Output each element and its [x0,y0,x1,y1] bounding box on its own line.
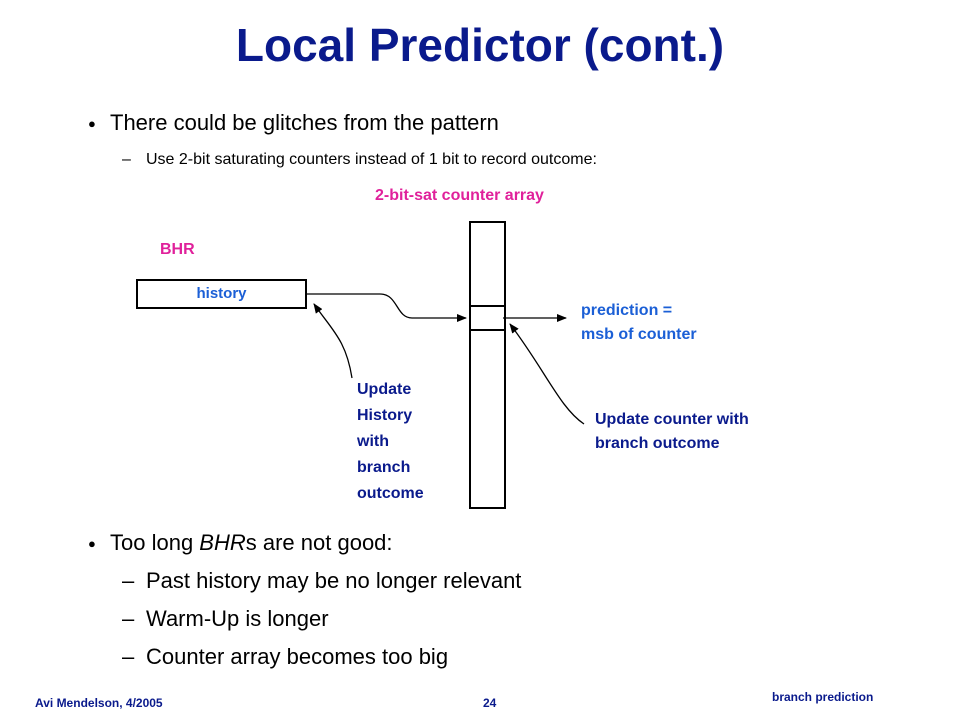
dash-icon: – [122,568,135,593]
update-history-line-4: branch [357,459,411,476]
sub-bullet-counters: – Use 2-bit saturating counters instead … [122,151,597,169]
update-history-arrow [313,303,353,379]
update-history-label: Update History with branch outcome [357,377,424,507]
slide-title: Local Predictor (cont.) [235,19,725,71]
bullet-text: There could be glitches from the pattern [110,110,499,135]
bullet-glitches: ● There could be glitches from the patte… [88,110,499,136]
history-register: history [136,279,307,309]
update-history-line-3: with [357,433,389,450]
bullet-bhr: ● Too long BHRs are not good: [88,530,393,556]
bhr-label: BHR [160,241,195,258]
dash-icon: – [122,606,135,631]
dash-icon: – [122,151,131,168]
update-history-line-2: History [357,407,413,424]
prediction-line-2: msb of counter [581,326,697,343]
footer-author: Avi Mendelson, 4/2005 [35,696,163,710]
sub-bullet-text: Counter array becomes too big [146,644,449,669]
history-label: history [196,285,247,302]
footer-page-number: 24 [483,696,497,710]
history-to-array-arrow [306,293,467,322]
bullet-text: Too long BHRs are not good: [110,530,393,555]
bullet-dot-icon: ● [88,535,96,551]
update-history-line-5: outcome [357,485,424,502]
prediction-line-1: prediction = [581,302,673,319]
update-history-line-1: Update [357,381,412,398]
update-counter-line-2: branch outcome [595,435,720,452]
sub-bullet-text: Use 2-bit saturating counters instead of… [146,151,597,168]
counter-array-label: 2-bit-sat counter array [375,187,544,204]
sub-bullet-big-array: – Counter array becomes too big [122,644,448,670]
sub-bullet-text: Past history may be no longer relevant [146,568,522,593]
sub-bullet-text: Warm-Up is longer [146,606,329,631]
sub-bullet-warmup: – Warm-Up is longer [122,606,329,632]
update-counter-line-1: Update counter with [595,411,749,428]
prediction-label: prediction = msb of counter [581,299,697,347]
dash-icon: – [122,644,135,669]
counter-array [469,221,506,509]
update-counter-arrow [509,323,585,425]
bullet-dot-icon: ● [88,115,96,131]
footer-topic: branch prediction [772,690,874,704]
counter-cell-top [469,305,506,307]
counter-cell-bottom [469,329,506,331]
bhr-emphasis: BHR [199,530,246,555]
update-counter-label: Update counter with branch outcome [595,408,749,456]
sub-bullet-relevance: – Past history may be no longer relevant [122,568,521,594]
